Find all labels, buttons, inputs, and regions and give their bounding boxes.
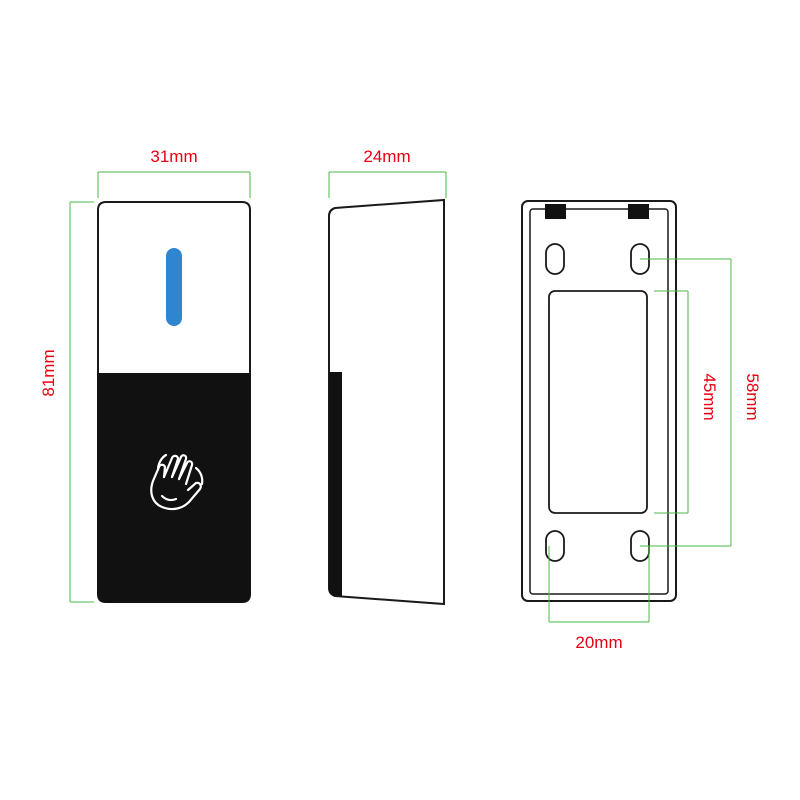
side-dark-edge — [329, 372, 342, 596]
height-dimension — [69, 201, 94, 603]
side-body — [328, 198, 445, 606]
side-width-dimension — [328, 171, 447, 198]
mounting-hole-top-left — [545, 243, 565, 275]
mounting-hole-bottom-left — [545, 530, 565, 562]
horizontal-dimension — [548, 546, 650, 623]
back-outer-frame — [521, 200, 677, 602]
back-view — [521, 200, 677, 602]
height-label: 81mm — [39, 349, 58, 396]
center-cutout — [548, 290, 648, 514]
top-clip-right — [628, 204, 649, 219]
horizontal-label: 20mm — [575, 633, 622, 652]
back-inner-frame — [529, 208, 669, 595]
inner-vertical-dimension — [654, 290, 689, 514]
front-view — [97, 201, 251, 603]
outer-vertical-label: 58mm — [743, 373, 762, 420]
inner-vertical-label: 45mm — [700, 373, 719, 420]
side-width-label: 24mm — [363, 147, 410, 166]
side-view — [328, 198, 445, 606]
front-width-label: 31mm — [150, 147, 197, 166]
front-lower-panel — [97, 373, 251, 603]
outer-vertical-dimension — [640, 258, 732, 547]
waving-hand-icon — [150, 453, 204, 511]
front-width-dimension — [97, 171, 251, 198]
top-clip-left — [545, 204, 566, 219]
led-indicator — [166, 248, 182, 326]
